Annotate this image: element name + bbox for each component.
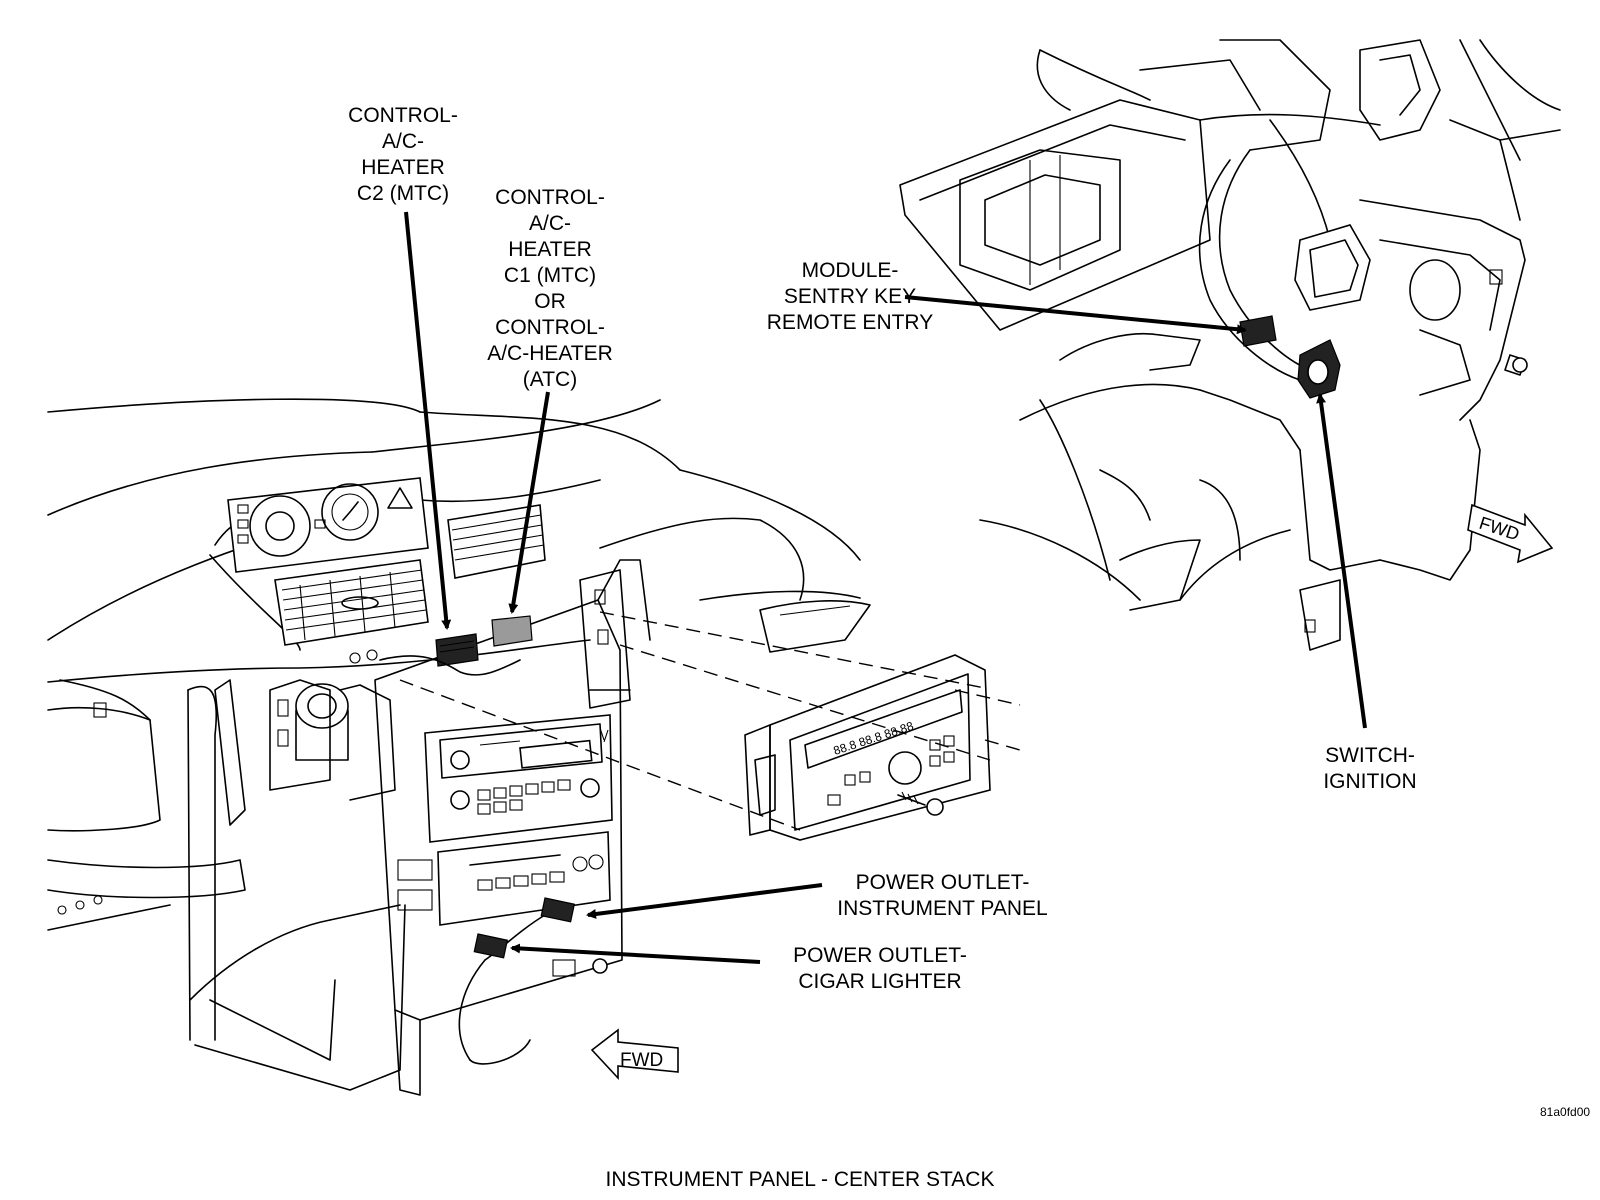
fwd-arrow-left: FWD: [590, 1028, 679, 1081]
callout-ac-heater-c1: CONTROL- A/C- HEATER C1 (MTC) OR CONTROL…: [487, 186, 613, 391]
callout-power-outlet-cigar: POWER OUTLET- CIGAR LIGHTER: [793, 944, 967, 993]
figure-reference-code: 81a0fd00: [1540, 1105, 1591, 1119]
radio-head-unit: [424, 714, 613, 843]
fwd-arrow-right: FWD: [1467, 503, 1554, 564]
leader-power-outlet-panel: [586, 883, 823, 919]
callout-ac-heater-c2: CONTROL- A/C- HEATER C2 (MTC): [348, 104, 458, 205]
leader-ac-heater-c1: [508, 391, 550, 614]
center-air-vent: [274, 559, 429, 646]
side-air-vent: [447, 504, 546, 579]
steering-column-view: FWD: [899, 39, 1561, 651]
fwd-label-left: FWD: [620, 1050, 663, 1071]
power-outlet-harness: [458, 897, 608, 1065]
callout-sentry-key-module: MODULE- SENTRY KEY REMOTE ENTRY: [766, 259, 934, 334]
ac-heater-connectors: [349, 615, 533, 676]
cd-climate-unit: [397, 831, 611, 926]
leader-power-outlet-cigar: [510, 943, 761, 964]
figure-title: INSTRUMENT PANEL - CENTER STACK: [605, 1168, 995, 1191]
leader-ac-heater-c2: [404, 211, 452, 630]
leader-ignition-switch: [1316, 393, 1367, 729]
callout-power-outlet-panel: POWER OUTLET- INSTRUMENT PANEL: [837, 871, 1048, 920]
ignition-switch: [1297, 339, 1341, 399]
leader-sentry-key-module: [904, 295, 1247, 335]
mounting-screw: [897, 791, 944, 816]
sentry-key-module: [1239, 224, 1371, 347]
climate-control-module: 88.8 88.8 88.88: [744, 654, 991, 841]
leader-lines: [404, 211, 1367, 964]
callout-ignition-switch: SWITCH- IGNITION: [1323, 744, 1417, 793]
